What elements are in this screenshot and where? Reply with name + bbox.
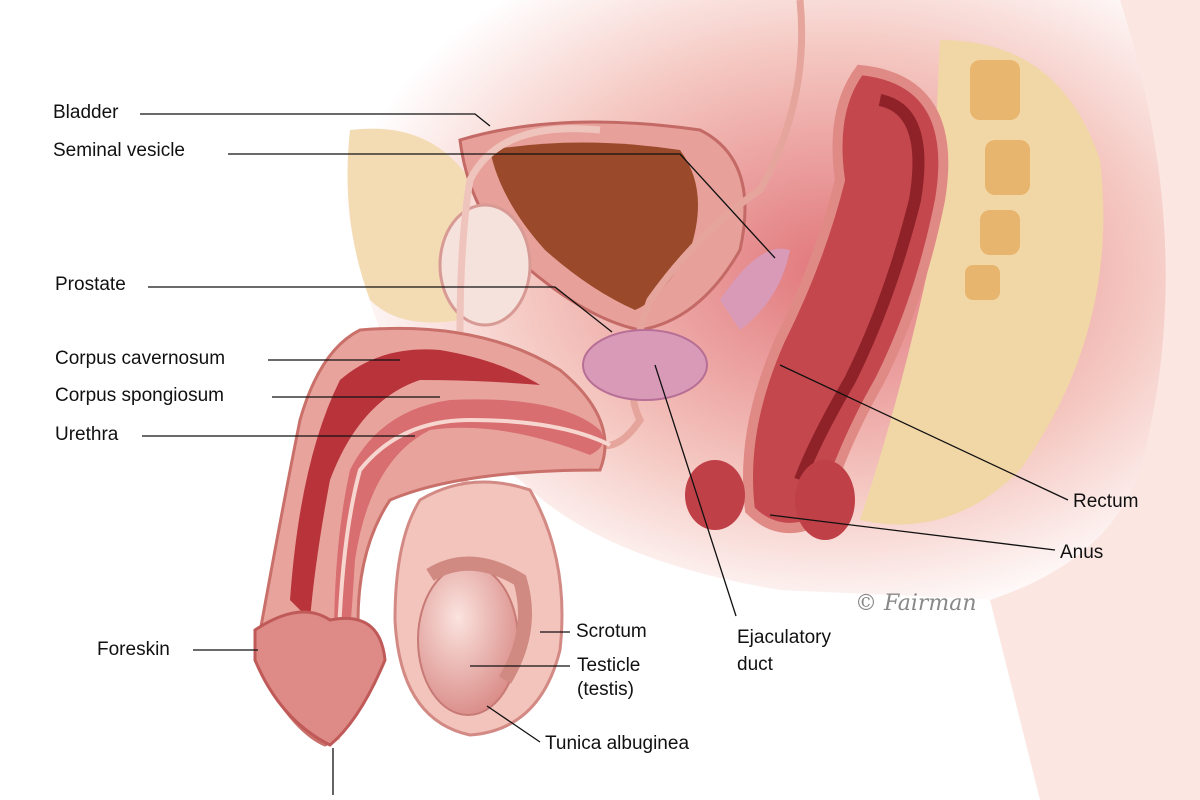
corpus-spongiosum	[334, 399, 604, 690]
label-corpus-spongiosum: Corpus spongiosum	[55, 385, 224, 406]
anal-sphincter-right	[795, 460, 855, 540]
artist-signature: © Fairman	[855, 591, 977, 616]
label-ejaculatory: Ejaculatory	[737, 627, 831, 648]
label-testicle: Testicle	[577, 655, 641, 676]
glans	[253, 610, 387, 747]
leader-seminal-vesicle	[228, 153, 776, 259]
label-testis: (testis)	[577, 679, 634, 700]
buttock-contour	[990, 0, 1200, 800]
epididymis	[426, 556, 532, 684]
label-scrotum: Scrotum	[576, 621, 647, 642]
rectum-lumen	[794, 94, 925, 483]
leader-lines	[140, 113, 1069, 795]
label-anus: Anus	[1060, 542, 1104, 563]
leader-anus	[769, 514, 1056, 551]
label-tunica-albuginea: Tunica albuginea	[545, 733, 690, 754]
corpus-cavernosum	[290, 349, 540, 620]
label-bladder: Bladder	[53, 102, 119, 123]
leader-ejaculatory-duct	[654, 364, 737, 617]
pubic-bone	[438, 203, 532, 327]
leader-tunica-albuginea	[486, 705, 541, 743]
rectum	[743, 64, 949, 533]
vas-deferens	[599, 0, 806, 450]
anal-sphincter-left	[685, 460, 745, 530]
leader-prostate	[148, 286, 613, 333]
urethra-channel	[335, 417, 611, 741]
prostate-gland	[582, 329, 708, 401]
testicle	[417, 564, 519, 716]
label-corpus-cavernosum: Corpus cavernosum	[55, 348, 226, 369]
label-foreskin: Foreskin	[97, 639, 170, 660]
label-urethra: Urethra	[55, 424, 119, 445]
leader-rectum	[779, 364, 1069, 501]
label-prostate: Prostate	[55, 274, 126, 295]
bladder-cavity	[490, 142, 698, 310]
seminal-vesicle	[720, 248, 790, 330]
label-seminal-vesicle: Seminal vesicle	[53, 140, 185, 161]
label-rectum: Rectum	[1073, 491, 1139, 512]
label-duct: duct	[737, 654, 773, 675]
leader-bladder	[140, 113, 491, 127]
vertebrae	[965, 60, 1030, 300]
